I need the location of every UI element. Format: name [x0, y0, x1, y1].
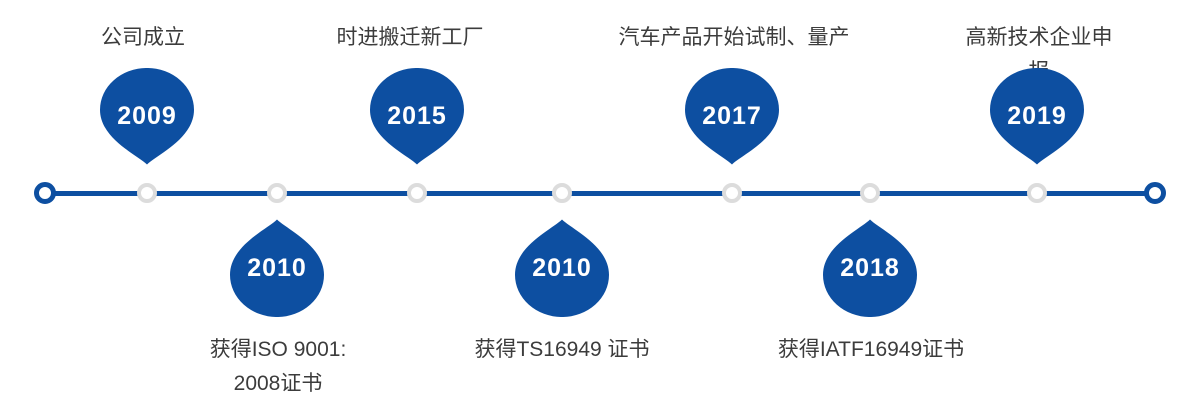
timeline-line: [45, 191, 1155, 196]
balloon-shape: [370, 68, 464, 165]
event-label: 获得ISO 9001: 2008证书: [209, 338, 347, 395]
event-label: 汽车产品开始试制、量产: [618, 26, 850, 49]
timeline-node: [407, 183, 427, 203]
event-balloon: 2010: [512, 219, 612, 317]
event-balloon: 2018: [820, 219, 920, 317]
event-balloon: 2015: [367, 68, 467, 165]
balloon-shape: [823, 219, 917, 317]
event-year: 2010: [247, 253, 307, 282]
event-year: 2015: [387, 102, 447, 130]
balloon-shape: [230, 219, 324, 317]
balloon-shape: [990, 68, 1084, 165]
event-year: 2010: [532, 253, 592, 282]
timeline-node-end: [1144, 182, 1166, 204]
timeline-node: [137, 183, 157, 203]
event-label: 获得TS16949 证书: [474, 338, 650, 361]
event-label: 公司成立: [101, 26, 185, 49]
event-year: 2009: [117, 102, 177, 130]
timeline-node: [1027, 183, 1047, 203]
event-label: 获得IATF16949证书: [777, 338, 965, 361]
balloon-shape: [515, 219, 609, 317]
event-year: 2017: [702, 102, 762, 130]
event-year: 2018: [840, 253, 900, 282]
event-balloon: 2017: [682, 68, 782, 165]
event-label: 时进搬迁新工厂: [336, 26, 484, 49]
timeline-node: [860, 183, 880, 203]
balloon-shape: [100, 68, 194, 165]
event-balloon: 2019: [987, 68, 1087, 165]
timeline-node: [552, 183, 572, 203]
event-year: 2019: [1007, 102, 1067, 130]
timeline-node-start: [34, 182, 56, 204]
event-balloon: 2010: [227, 219, 327, 317]
timeline-node: [722, 183, 742, 203]
balloon-shape: [685, 68, 779, 165]
timeline-node: [267, 183, 287, 203]
event-balloon: 2009: [97, 68, 197, 165]
